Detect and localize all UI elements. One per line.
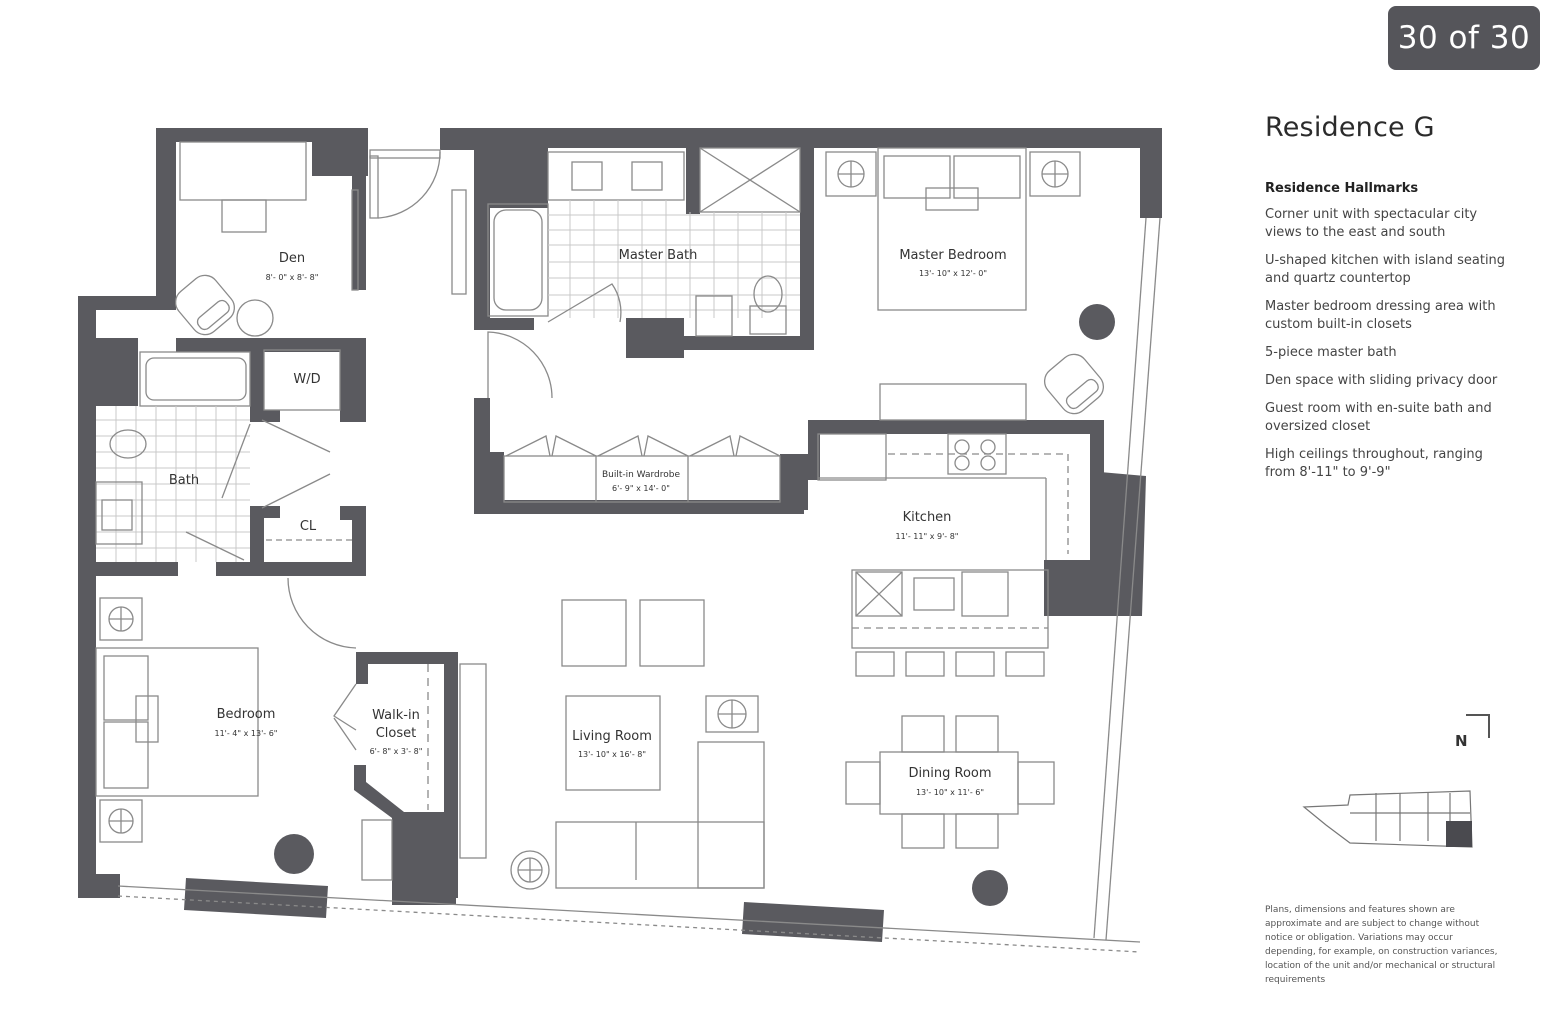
disclaimer-text: Plans, dimensions and features shown are…: [1265, 905, 1498, 985]
hallmarks-heading: Residence Hallmarks: [1265, 181, 1419, 196]
hallmark-item: Corner unit with spectacular city views …: [1265, 207, 1478, 240]
room-label-living: Living Room: [572, 729, 652, 744]
room-dims-bedroom: 11'- 4" x 13'- 6": [215, 729, 278, 738]
residence-info-panel: Residence G Residence Hallmarks Corner u…: [1265, 112, 1535, 492]
floor-plan: Den 8'- 0" x 8'- 8" Master Bath Master B…: [78, 128, 1162, 953]
room-dims-master-bedroom: 13'- 10" x 12'- 0": [919, 269, 987, 278]
hallmark-item: Guest room with en-suite bath and oversi…: [1265, 401, 1492, 434]
hallmark-item: High ceilings throughout, ranging from 8…: [1265, 447, 1483, 480]
room-dims-walkin: 6'- 8" x 3'- 8": [370, 747, 423, 756]
hallmark-item: Master bedroom dressing area with custom…: [1265, 299, 1496, 332]
north-arrow-icon: [1466, 714, 1490, 738]
columns: [274, 304, 1115, 906]
room-dims-wardrobe: 6'- 9" x 14'- 0": [612, 484, 670, 493]
hallmark-item: Den space with sliding privacy door: [1265, 373, 1498, 388]
image-counter-badge: 30 of 30: [1388, 6, 1540, 70]
room-label-walkin-1: Walk-in: [372, 708, 420, 723]
room-dims-den: 8'- 0" x 8'- 8": [266, 273, 319, 282]
room-label-kitchen: Kitchen: [903, 510, 952, 525]
key-plan-icon: [1302, 790, 1473, 848]
fixtures: [95, 141, 1161, 953]
room-label-master-bedroom: Master Bedroom: [899, 248, 1006, 263]
room-dims-living: 13'- 10" x 16'- 8": [578, 750, 646, 759]
room-dims-kitchen: 11'- 11" x 9'- 8": [896, 532, 959, 541]
room-label-walkin-2: Closet: [376, 726, 417, 741]
compass-label: N: [1455, 732, 1468, 750]
room-label-bedroom: Bedroom: [217, 707, 276, 722]
residence-title: Residence G: [1265, 112, 1435, 143]
room-label-wd: W/D: [293, 372, 320, 387]
room-label-den: Den: [279, 251, 305, 266]
hallmark-item: U-shaped kitchen with island seating and…: [1265, 253, 1506, 286]
room-label-bath: Bath: [169, 473, 199, 488]
room-label-master-bath: Master Bath: [619, 248, 698, 263]
hallmarks-list: Corner unit with spectacular city views …: [1265, 206, 1535, 482]
hallmark-item: 5-piece master bath: [1265, 345, 1397, 360]
room-label-dining: Dining Room: [908, 766, 991, 781]
room-label-cl: CL: [300, 519, 317, 534]
room-dims-dining: 13'- 10" x 11'- 6": [916, 788, 984, 797]
walls: [78, 128, 1162, 942]
room-label-wardrobe: Built-in Wardrobe: [602, 470, 681, 480]
